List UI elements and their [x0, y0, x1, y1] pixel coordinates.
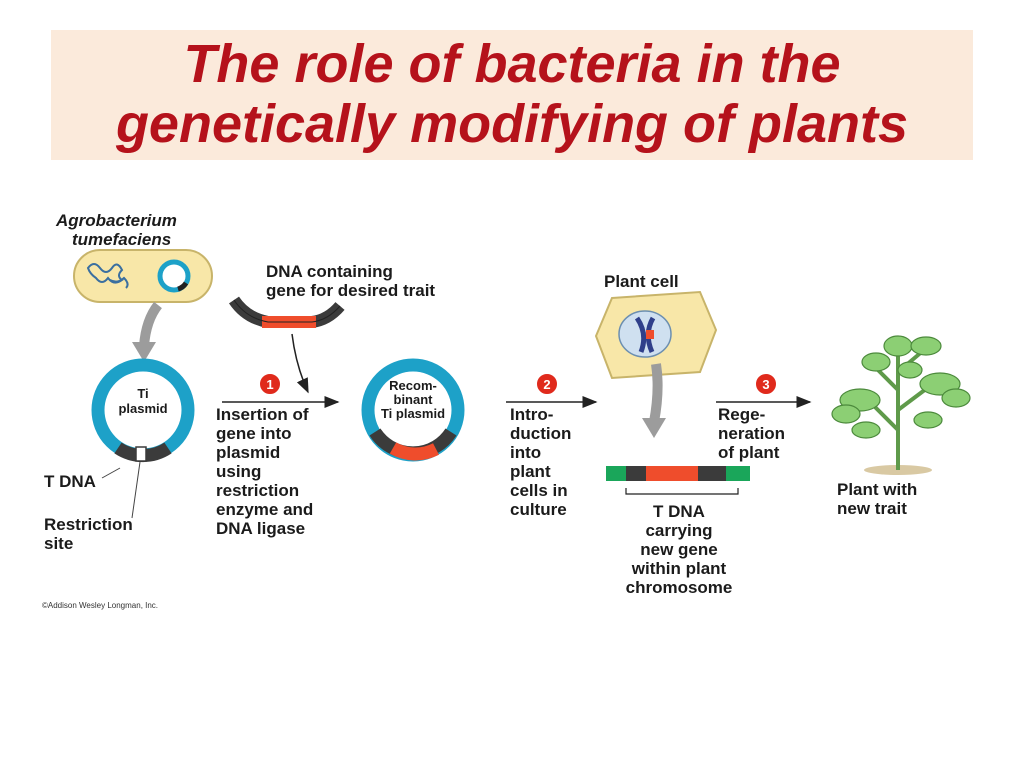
- step-1-text-line: Insertion of: [216, 405, 309, 424]
- step-2-circle: [535, 372, 559, 396]
- ti-plasmid-label-1: Ti: [137, 386, 149, 401]
- step-1-circle: [258, 372, 282, 396]
- plant-cell-label: Plant cell: [604, 272, 679, 291]
- recombinant-label-3: Ti plasmid: [380, 406, 446, 421]
- title-banner: The role of bacteria in the genetically …: [51, 30, 973, 160]
- bacterium-to-plasmid-arrow: [132, 301, 163, 362]
- step-1-text-line: using: [216, 462, 262, 481]
- t-dna-label: T DNA: [44, 472, 96, 491]
- step-1-text-line: restriction: [216, 481, 300, 500]
- step-2-text-line: into: [510, 443, 542, 462]
- plant-illustration: [831, 335, 971, 475]
- step-2-text-line: duction: [510, 424, 572, 443]
- restriction-site-pointer: [131, 461, 141, 519]
- title-line-2: genetically modifying of plants: [115, 94, 909, 154]
- restriction-site-label-1: Restriction: [44, 515, 133, 534]
- step-2-text-line: Intro-: [510, 405, 554, 424]
- insertion-arrow: [291, 333, 309, 394]
- step-3-circle: [754, 372, 778, 396]
- chromosome-caption-line: within plant: [631, 559, 727, 578]
- agrobacterium-label-1: Agrobacterium: [56, 211, 177, 230]
- agrobacterium-label-2: tumefaciens: [72, 230, 172, 249]
- step-1-text-line: enzyme and: [216, 500, 314, 519]
- step-2-number: 2: [543, 377, 551, 392]
- step-3-text-line: of plant: [718, 443, 780, 462]
- copyright-notice: ©Addison Wesley Longman, Inc.: [42, 601, 159, 610]
- t-dna-bracket: [625, 488, 739, 495]
- title-line-1: The role of bacteria in the: [183, 34, 841, 94]
- step-1-text-line: gene into: [216, 424, 292, 443]
- step-1-text-line: DNA ligase: [216, 519, 306, 538]
- chromosome-caption-line: carrying: [645, 521, 713, 540]
- ti-plasmid: [91, 358, 195, 463]
- step-2-text-line: plant: [510, 462, 551, 481]
- recombinant-label-2: binant: [393, 392, 433, 407]
- chromosome-caption-line: chromosome: [625, 578, 733, 597]
- cell-to-chromosome-arrow: [642, 363, 666, 438]
- dna-gene-fragment: [229, 296, 345, 328]
- step-2-text-line: culture: [510, 500, 567, 519]
- plant-chromosome: [606, 466, 750, 481]
- t-dna-pointer: [101, 467, 121, 479]
- step-3-text-line: Rege-: [718, 405, 766, 424]
- chromosome-caption-line: T DNA: [653, 502, 705, 521]
- plant-trait-label-2: new trait: [837, 499, 907, 518]
- step-2-text-line: cells in: [510, 481, 568, 500]
- agrobacterium-cell: [73, 249, 213, 303]
- plant-trait-label-1: Plant with: [837, 480, 918, 499]
- ti-plasmid-label-2: plasmid: [118, 401, 168, 416]
- recombinant-plasmid: [361, 358, 465, 462]
- step-1-number: 1: [266, 377, 274, 392]
- recombinant-label-1: Recom-: [389, 378, 437, 393]
- step-3-text-line: neration: [718, 424, 786, 443]
- step-3-number: 3: [762, 377, 770, 392]
- restriction-site-label-2: site: [44, 534, 74, 553]
- step-1-text-line: plasmid: [216, 443, 281, 462]
- plant-cell: [594, 290, 718, 380]
- dna-trait-label-2: gene for desired trait: [266, 281, 436, 300]
- chromosome-caption-line: new gene: [640, 540, 718, 559]
- dna-trait-label-1: DNA containing: [266, 262, 393, 281]
